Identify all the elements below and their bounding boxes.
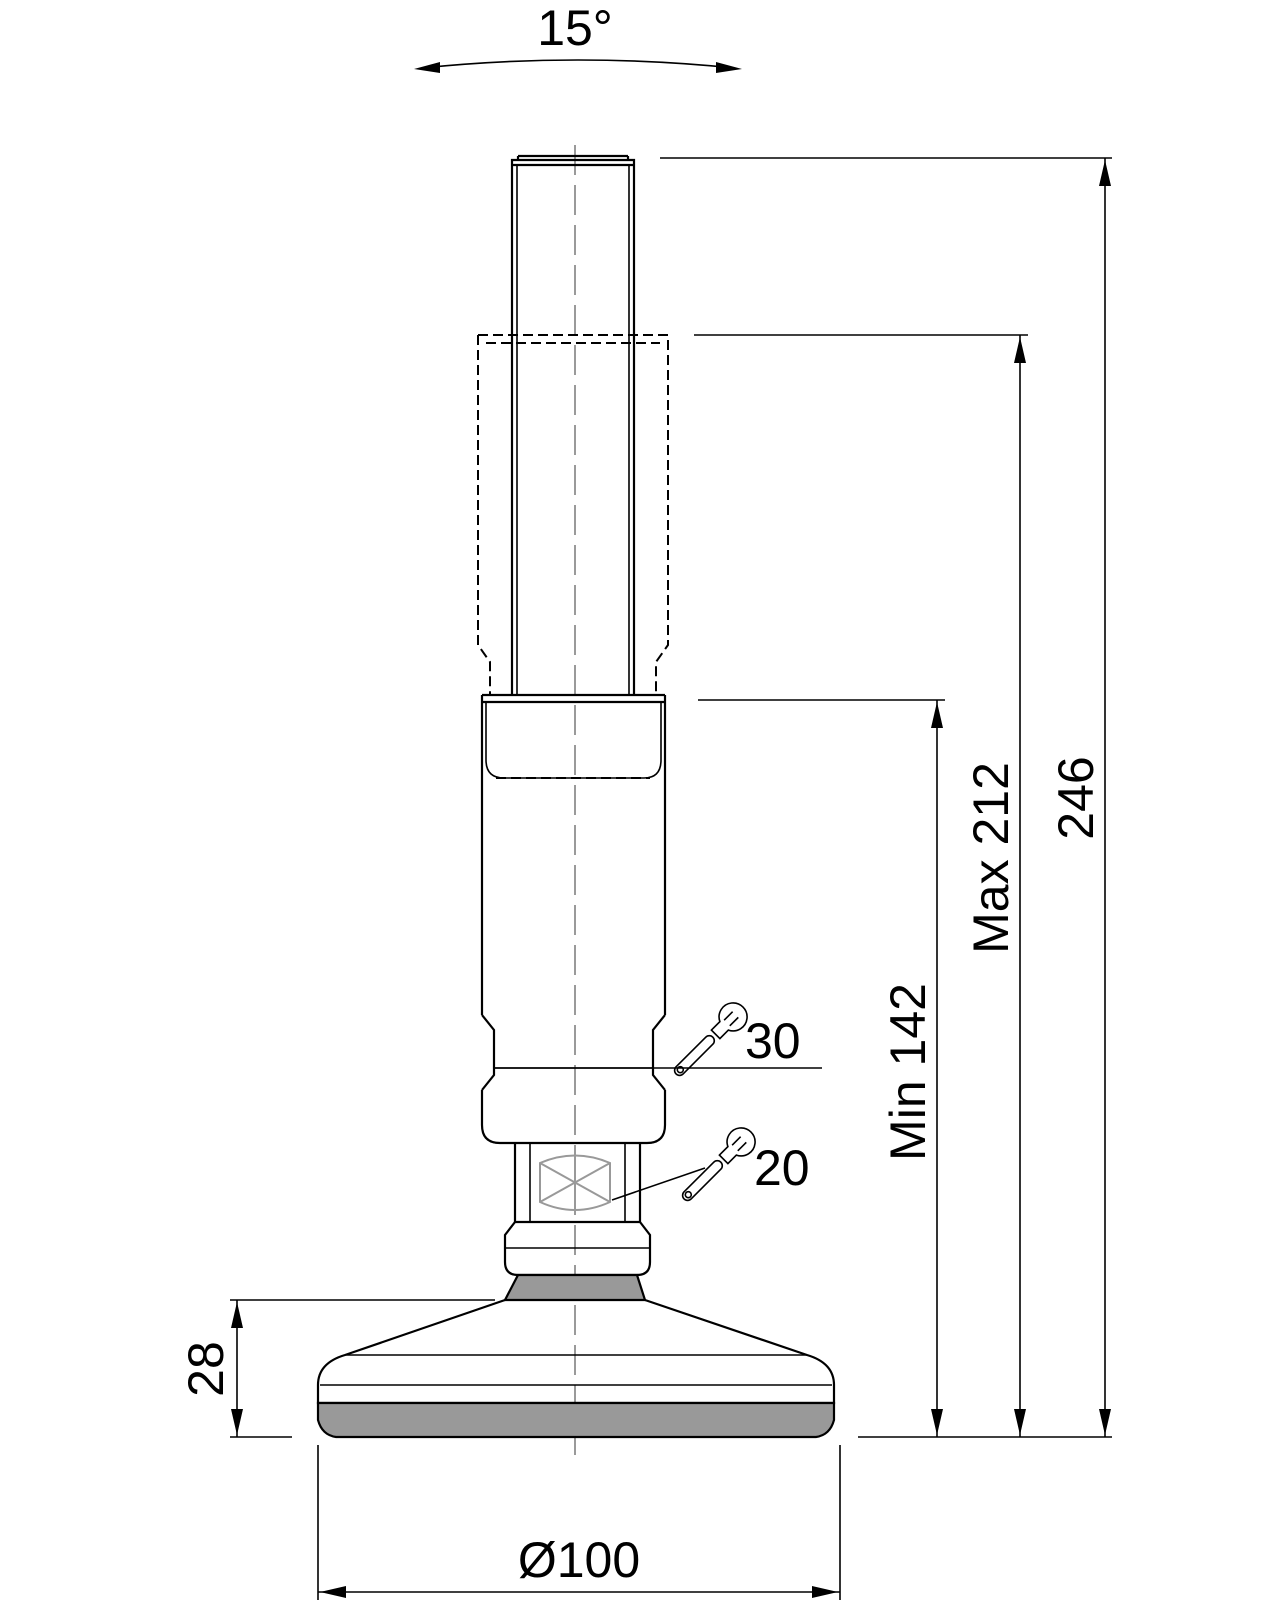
hex-nut [513,1143,642,1224]
tilt-angle-indicator: 15° [414,0,742,73]
dimension-base-diameter: Ø100 [317,1445,841,1600]
threaded-stud [510,154,636,695]
dimension-base-height: 28 [178,1299,495,1438]
angle-label: 15° [537,0,613,56]
wrench-icon [681,1127,756,1202]
wrench-20-label: 20 [754,1140,810,1196]
housing-max-extension-outline [477,334,669,779]
wrench-icon [673,1002,748,1077]
wrench-callout-20: 20 [611,1127,810,1202]
min-height-label: Min 142 [880,983,936,1161]
total-height-label: 246 [1048,756,1104,839]
dimension-total-height: 246 [660,157,1112,1438]
max-height-label: Max 212 [963,762,1019,954]
housing-body [480,693,667,1145]
dimension-max-height: Max 212 [694,334,1028,1437]
ball-joint-neck [503,1221,652,1277]
wrench-callout-30: 30 [494,1002,822,1077]
wrench-30-label: 30 [745,1013,801,1069]
dimension-min-height: Min 142 [698,699,945,1437]
base-diameter-label: Ø100 [518,1532,640,1588]
rubber-collar [503,1273,647,1302]
base-height-label: 28 [178,1341,234,1397]
rubber-pad [316,1401,836,1439]
